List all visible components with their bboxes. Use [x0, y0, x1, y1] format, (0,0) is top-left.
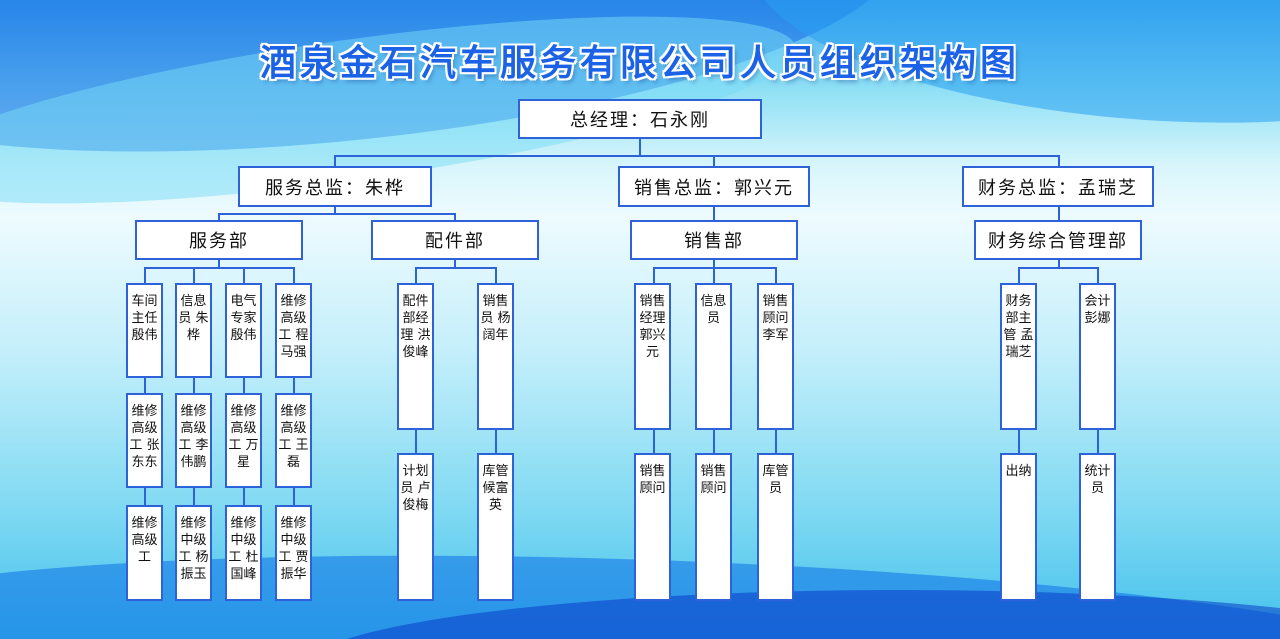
connector — [495, 428, 497, 454]
staff-box: 维修高级工 万星 — [225, 393, 262, 488]
connector — [293, 267, 295, 285]
connector — [243, 267, 245, 285]
connector — [639, 138, 641, 156]
staff-box: 库管员 — [757, 453, 794, 601]
gm-box: 总经理：石永刚 — [518, 99, 762, 139]
sales-director-box: 销售总监：郭兴元 — [618, 166, 810, 207]
connector — [243, 486, 245, 506]
connector — [1097, 267, 1099, 285]
staff-box: 销售经理 郭兴元 — [634, 283, 671, 430]
connector — [218, 213, 220, 221]
dept-sales: 销售部 — [630, 220, 798, 260]
staff-box: 电气专家 殷伟 — [225, 283, 262, 378]
connector — [1097, 428, 1099, 454]
dept-finance: 财务综合管理部 — [974, 220, 1142, 260]
connector — [193, 376, 195, 394]
finance-director-box: 财务总监：孟瑞芝 — [962, 166, 1154, 207]
connector — [1018, 267, 1098, 269]
staff-box: 计划员 卢俊梅 — [397, 453, 434, 601]
connector — [144, 267, 294, 269]
connector — [1018, 267, 1020, 285]
connector — [653, 428, 655, 454]
connector — [144, 376, 146, 394]
staff-box: 统计员 — [1079, 453, 1116, 601]
connector — [454, 259, 456, 268]
connector — [653, 267, 655, 285]
connector — [415, 428, 417, 454]
connector — [293, 376, 295, 394]
staff-box: 维修高级工 — [126, 505, 163, 601]
connector — [495, 267, 497, 285]
staff-box: 维修高级工 李伟鹏 — [175, 393, 212, 488]
staff-box: 维修高级工 王磊 — [275, 393, 312, 488]
connector — [775, 267, 777, 285]
connector — [1058, 206, 1060, 221]
connector — [415, 267, 417, 285]
staff-box: 维修中级工 贾振华 — [275, 505, 312, 601]
staff-box: 信息员 — [695, 283, 732, 430]
connector — [415, 267, 495, 269]
staff-box: 维修高级工 程马强 — [275, 283, 312, 378]
connector — [713, 206, 715, 221]
staff-box: 配件部经理 洪俊峰 — [397, 283, 434, 430]
staff-box: 库管 候富英 — [477, 453, 514, 601]
service-director-box: 服务总监：朱桦 — [238, 166, 432, 207]
connector — [1018, 428, 1020, 454]
connector — [454, 213, 456, 221]
connector — [334, 155, 1060, 157]
connector — [1058, 155, 1060, 167]
staff-box: 信息员 朱桦 — [175, 283, 212, 378]
connector — [713, 259, 715, 268]
staff-box: 维修中级工 杜国峰 — [225, 505, 262, 601]
page-title: 酒泉金石汽车服务有限公司人员组织架构图 — [259, 43, 1020, 84]
staff-box: 销售顾问 李军 — [757, 283, 794, 430]
connector — [218, 259, 220, 268]
connector — [193, 486, 195, 506]
staff-box: 出纳 — [1000, 453, 1037, 601]
connector — [713, 428, 715, 454]
staff-box: 销售顾问 — [634, 453, 671, 601]
dept-parts: 配件部 — [371, 220, 539, 260]
connector — [144, 267, 146, 285]
staff-box: 销售员 杨阔年 — [477, 283, 514, 430]
connector — [713, 155, 715, 167]
connector — [334, 155, 336, 167]
staff-box: 销售顾问 — [695, 453, 732, 601]
staff-box: 车间主任 殷伟 — [126, 283, 163, 378]
staff-box: 维修高级工 张东东 — [126, 393, 163, 488]
staff-box: 财务部主管 孟瑞芝 — [1000, 283, 1037, 430]
connector — [293, 486, 295, 506]
staff-box: 维修中级工 杨振玉 — [175, 505, 212, 601]
connector — [713, 267, 715, 285]
connector — [1058, 259, 1060, 268]
dept-service: 服务部 — [135, 220, 303, 260]
connector — [334, 206, 336, 214]
staff-box: 会计 彭娜 — [1079, 283, 1116, 430]
connector — [775, 428, 777, 454]
connector — [193, 267, 195, 285]
connector — [218, 213, 455, 215]
connector — [144, 486, 146, 506]
connector — [243, 376, 245, 394]
